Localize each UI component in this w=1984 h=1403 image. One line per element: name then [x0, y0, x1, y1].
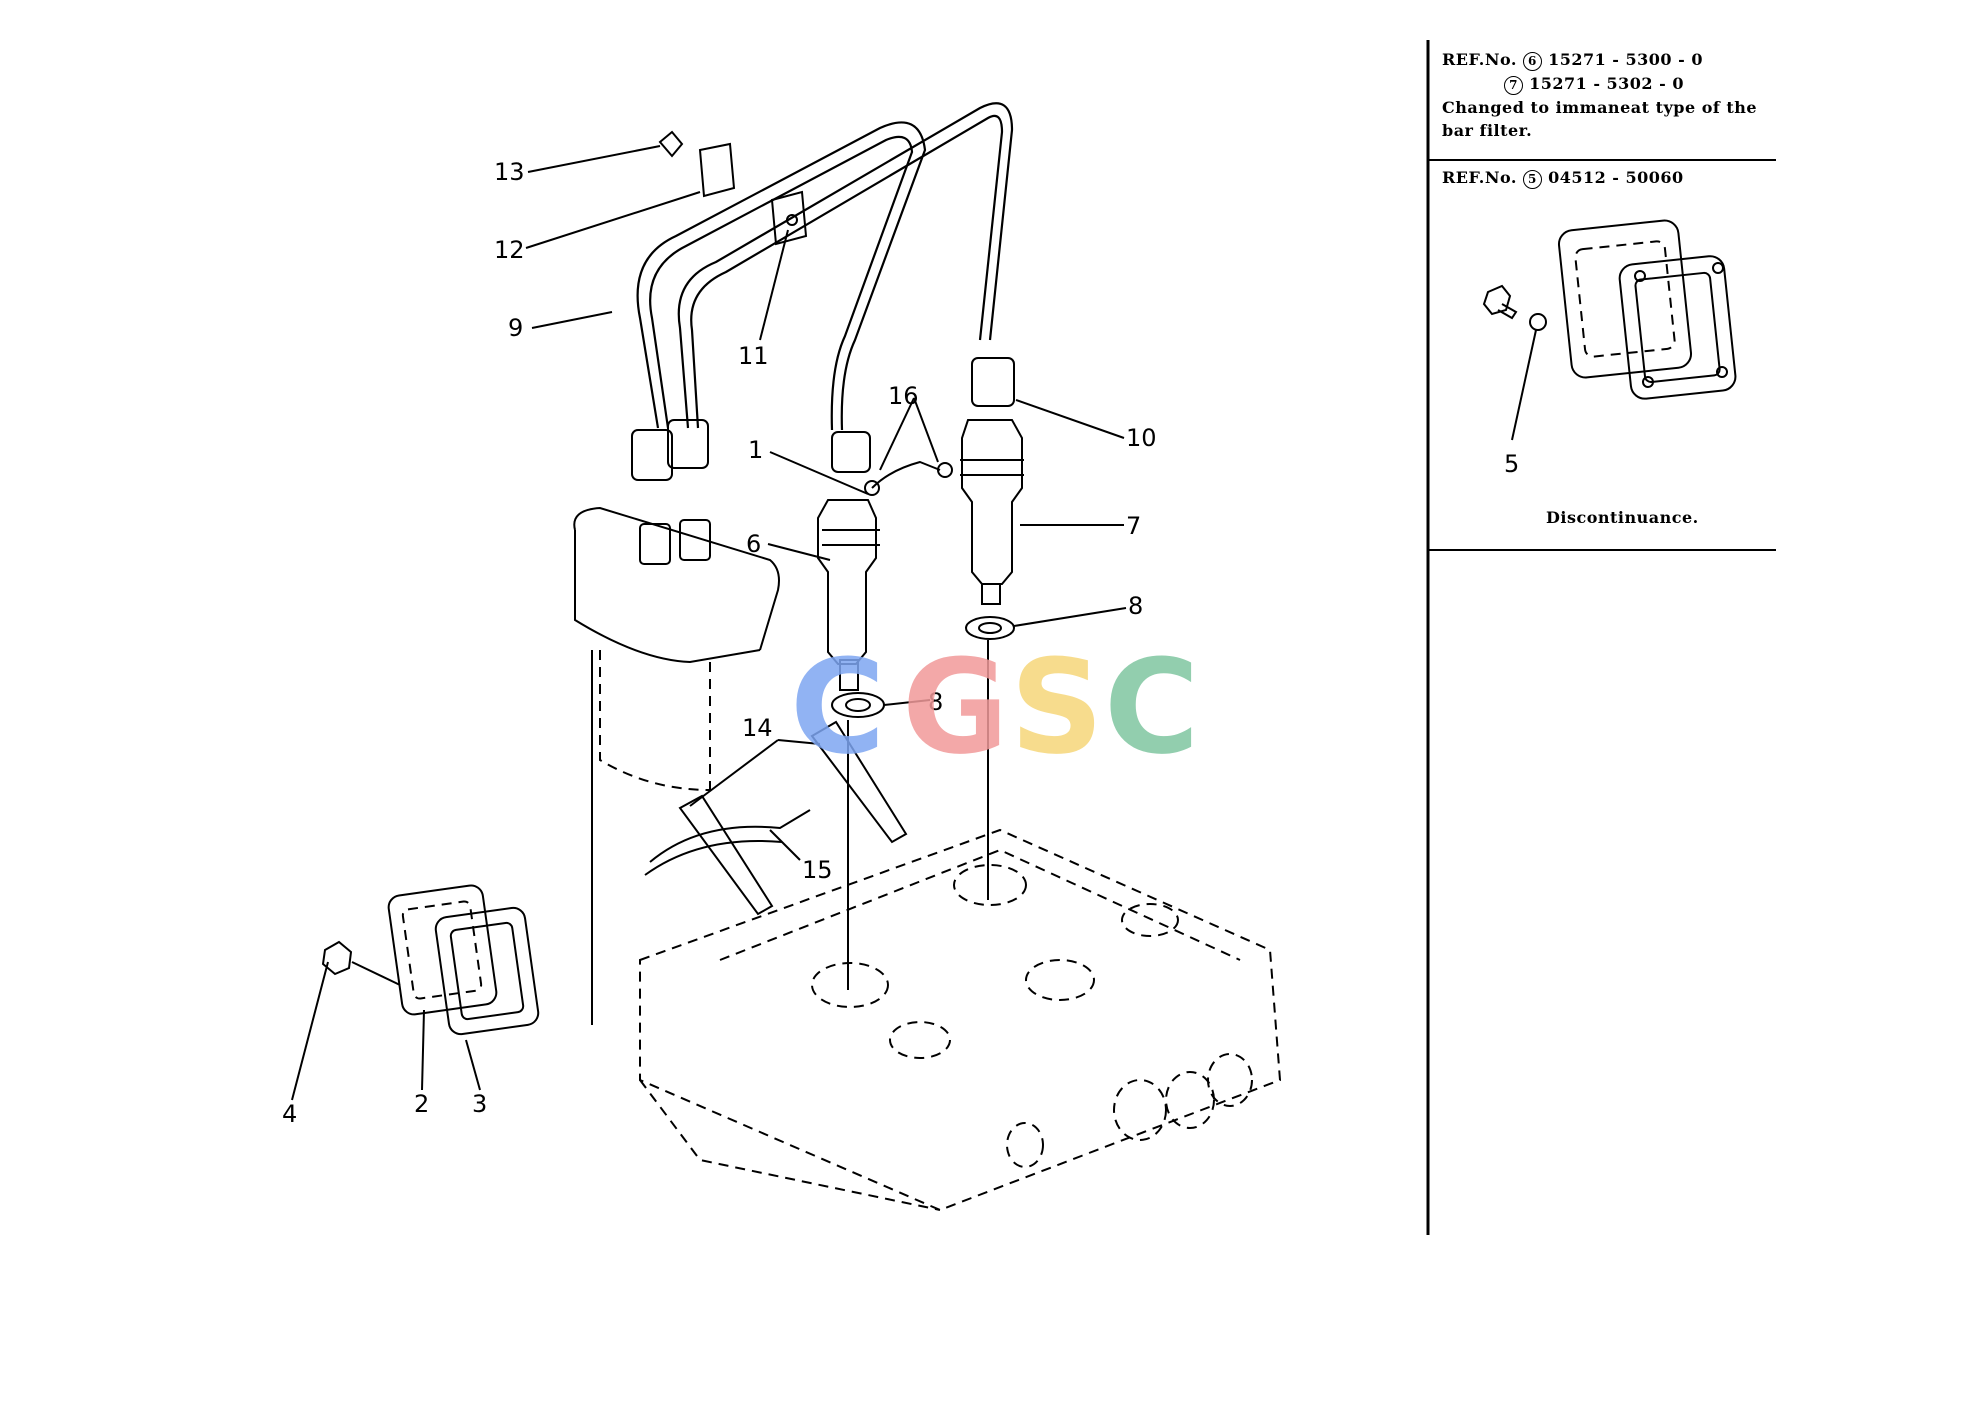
ref2-part: 04512 - 50060: [1548, 168, 1684, 187]
watermark-letter-c2: C: [1104, 631, 1199, 783]
callout-5: 5: [1504, 450, 1519, 478]
ref1-text-line1: Changed to immaneat type of the: [1442, 98, 1758, 117]
ref1-line1: REF.No. 6 15271 - 5300 - 0: [1442, 50, 1703, 71]
callout-4: 4: [282, 1100, 297, 1128]
callout-6: 6: [746, 530, 761, 558]
callout-7: 7: [1126, 512, 1141, 540]
watermark: C G S C: [790, 631, 1199, 783]
callout-labels: 13 12 9 11 16 10 1 6 7 8 8 14 15 4 2 3 5: [282, 158, 1519, 1128]
callout-2: 2: [414, 1090, 429, 1118]
info-panel-frame: [1426, 40, 1776, 1235]
ref1-prefix: REF.No.: [1442, 50, 1517, 69]
ref2-line: REF.No. 5 04512 - 50060: [1442, 168, 1684, 189]
leader-lines: [291, 145, 1127, 1101]
cylinder-head: [639, 640, 1282, 1212]
ref2-prefix: REF.No.: [1442, 168, 1517, 187]
clamp-parts: [658, 130, 808, 246]
ref1-num-b: 7: [1504, 76, 1523, 95]
watermark-letter-s: S: [1010, 631, 1104, 783]
inset-cover-drawing: [1482, 219, 1737, 441]
callout-14: 14: [742, 714, 773, 742]
callout-15: 15: [802, 856, 833, 884]
callout-3: 3: [472, 1090, 487, 1118]
callout-16: 16: [888, 382, 919, 410]
callout-10: 10: [1126, 424, 1157, 452]
ref1-num-a: 6: [1522, 52, 1542, 71]
callout-8-upper: 8: [1128, 592, 1143, 620]
ref1-text-line2: bar filter.: [1442, 121, 1533, 140]
glow-plugs: [644, 720, 908, 916]
watermark-letter-g: G: [902, 631, 1009, 783]
ref1-part-a: 15271 - 5300 - 0: [1548, 50, 1703, 69]
callout-9: 9: [508, 314, 523, 342]
ref1-line2: 7 15271 - 5302 - 0: [1504, 74, 1684, 95]
ref2-num: 5: [1522, 170, 1542, 189]
nozzle-holders: [817, 419, 1024, 718]
watermark-letter-c1: C: [790, 631, 885, 783]
ref2-caption: Discontinuance.: [1546, 508, 1699, 527]
callout-12: 12: [494, 236, 525, 264]
callout-8-lower: 8: [928, 688, 943, 716]
callout-1: 1: [748, 436, 763, 464]
callout-11: 11: [738, 342, 769, 370]
cover-gasket: [321, 884, 540, 1036]
callout-13: 13: [494, 158, 525, 186]
injection-pump: [573, 506, 780, 1025]
ref1-part-b: 15271 - 5302 - 0: [1529, 74, 1684, 93]
injection-pipes: [631, 102, 1015, 481]
